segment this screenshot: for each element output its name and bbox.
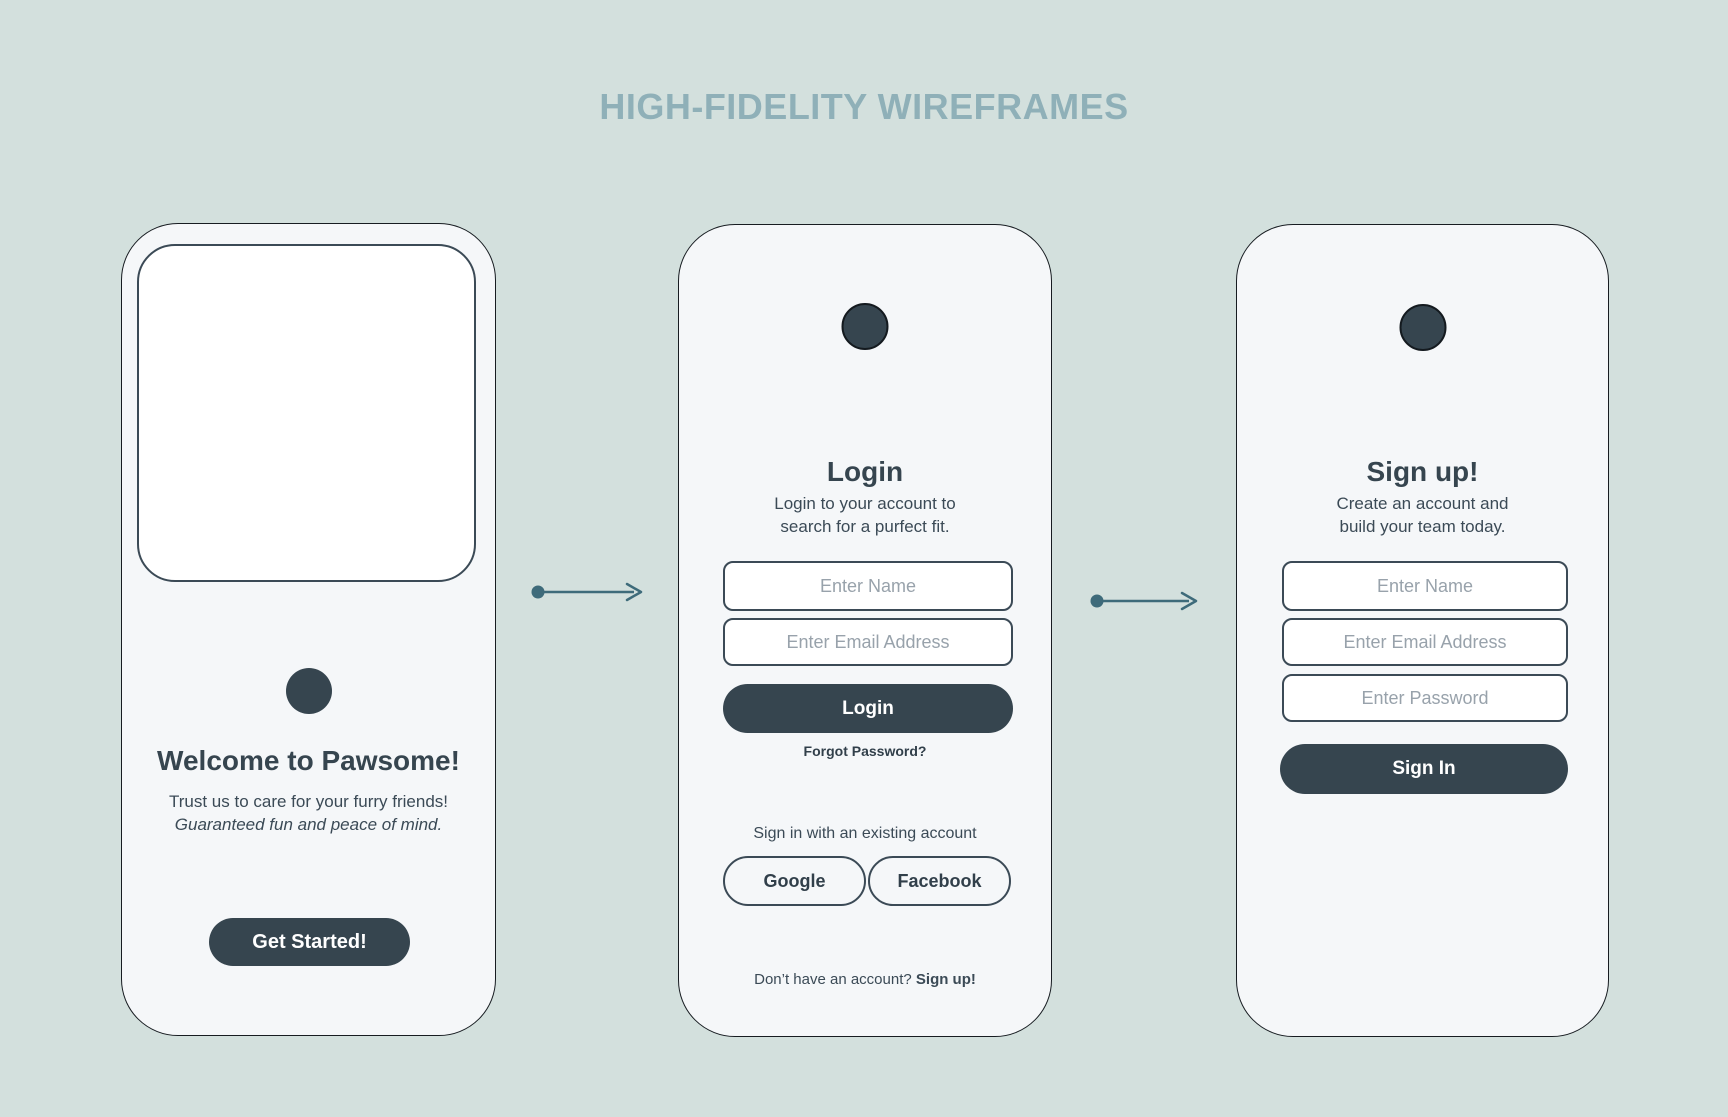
logo-circle-icon [285, 668, 332, 714]
logo-circle-icon [841, 303, 889, 350]
flow-arrow-icon [1090, 591, 1198, 611]
signup-email-input[interactable] [1282, 618, 1568, 666]
page-title: HIGH-FIDELITY WIREFRAMES [599, 86, 1129, 127]
welcome-body-line2: Guaranteed fun and peace of mind. [174, 815, 443, 834]
social-signin-caption: Sign in with an existing account [753, 825, 977, 842]
hero-image-placeholder [137, 244, 476, 582]
login-name-input[interactable] [723, 561, 1013, 611]
login-heading: Login [826, 456, 904, 487]
google-signin-button[interactable]: Google [723, 856, 866, 906]
get-started-button[interactable]: Get Started! [209, 918, 410, 966]
logo-circle-icon [1399, 304, 1446, 351]
login-subtitle: Login to your account to search for a pu… [679, 492, 1051, 538]
signup-subtitle-line2: build your team today. [1339, 517, 1506, 536]
login-button[interactable]: Login [723, 684, 1013, 733]
signup-password-input[interactable] [1282, 674, 1568, 722]
signup-subtitle: Create an account and build your team to… [1237, 492, 1608, 538]
welcome-body: Trust us to care for your furry friends!… [122, 790, 495, 836]
flow-arrow-icon [531, 582, 643, 602]
signup-link[interactable]: Sign up! [915, 971, 976, 988]
login-subtitle-line1: Login to your account to [774, 494, 956, 513]
signup-screen-frame: Sign up! Create an account and build you… [1236, 224, 1609, 1037]
signup-prompt: Don’t have an account? Sign up! [679, 971, 1051, 988]
welcome-screen-frame: Welcome to Pawsome! Trust us to care for… [121, 223, 496, 1036]
sign-in-button[interactable]: Sign In [1280, 744, 1568, 794]
forgot-password-link[interactable]: Forgot Password? [803, 743, 927, 759]
login-subtitle-line2: search for a purfect fit. [780, 517, 950, 536]
signup-heading: Sign up! [1366, 456, 1479, 487]
welcome-body-line1: Trust us to care for your furry friends! [168, 792, 448, 811]
signup-prompt-text: Don’t have an account? [754, 971, 916, 988]
welcome-heading: Welcome to Pawsome! [157, 745, 460, 776]
signup-subtitle-line1: Create an account and [1336, 494, 1509, 513]
facebook-signin-button[interactable]: Facebook [868, 856, 1011, 906]
login-email-input[interactable] [723, 618, 1013, 666]
signup-name-input[interactable] [1282, 561, 1568, 611]
login-screen-frame: Login Login to your account to search fo… [678, 224, 1052, 1037]
